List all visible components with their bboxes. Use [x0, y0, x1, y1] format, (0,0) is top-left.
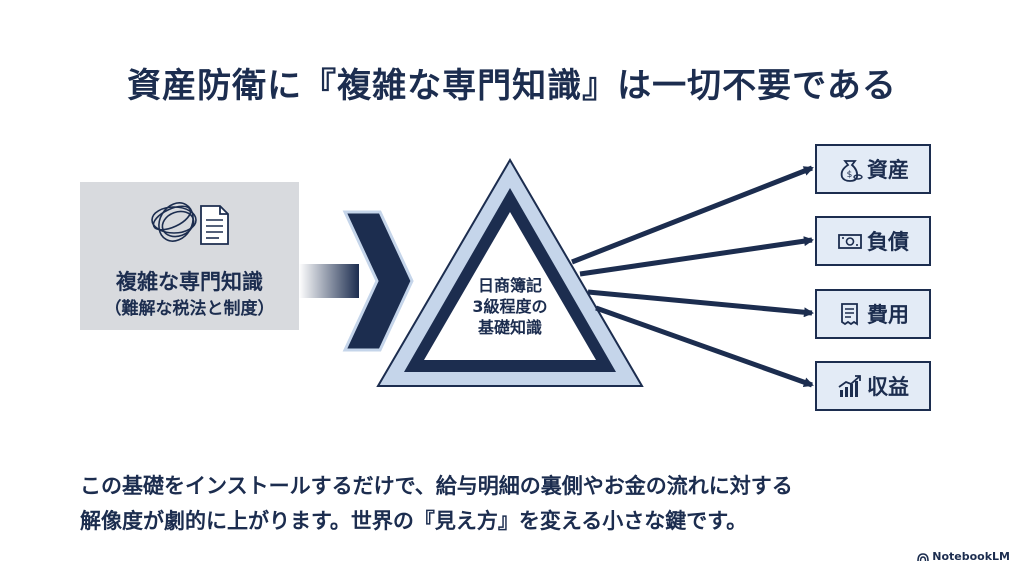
notebooklm-logo-text: NotebookLM [932, 550, 1010, 563]
category-liabilities-label: 負債 [867, 230, 909, 254]
body-text-line-1: この基礎をインストールするだけで、給与明細の裏側やお金の流れに対する [80, 474, 793, 498]
category-assets: $ 資産 [815, 144, 931, 194]
category-revenue-label: 収益 [867, 375, 909, 399]
triangle-line-3: 基礎知識 [477, 318, 542, 337]
page-title: 資産防衛に『複雑な専門知識』は一切不要である [127, 66, 897, 106]
body-text-line-2: 解像度が劇的に上がります。世界の『見え方』を変える小さな鍵です。 [80, 509, 748, 533]
tangled-document-icon [151, 202, 229, 245]
category-expenses-label: 費用 [867, 303, 909, 327]
category-liabilities: 負債 [815, 216, 931, 266]
arrow-to-expenses [587, 289, 814, 318]
category-assets-label: 資産 [867, 158, 909, 182]
notebooklm-logo-icon [917, 552, 930, 561]
notebooklm-logo: NotebookLM [917, 550, 1010, 563]
category-revenue: 収益 [815, 361, 931, 411]
triangle-line-1: 日商簿記 [477, 276, 542, 295]
complex-knowledge-sublabel: （難解な税法と制度） [104, 299, 275, 319]
svg-text:$: $ [847, 170, 853, 180]
receipt-icon [841, 303, 858, 326]
complex-knowledge-label: 複雑な専門知識 [116, 270, 263, 294]
complex-knowledge-box: 複雑な専門知識 （難解な税法と制度） [80, 182, 299, 330]
triangle-inner [424, 212, 596, 360]
arrow-to-revenue [595, 305, 814, 388]
chevron-arrow [342, 210, 414, 352]
arrow-to-assets [571, 165, 814, 265]
fade-arrow-bar [299, 264, 359, 298]
triangle-line-2: 3級程度の [472, 297, 548, 316]
arrow-to-liabilities [579, 236, 814, 277]
category-expenses: 費用 [815, 289, 931, 339]
money-bag-icon: $ [840, 160, 863, 182]
banknote-icon [838, 234, 862, 249]
growth-chart-icon [838, 375, 861, 397]
